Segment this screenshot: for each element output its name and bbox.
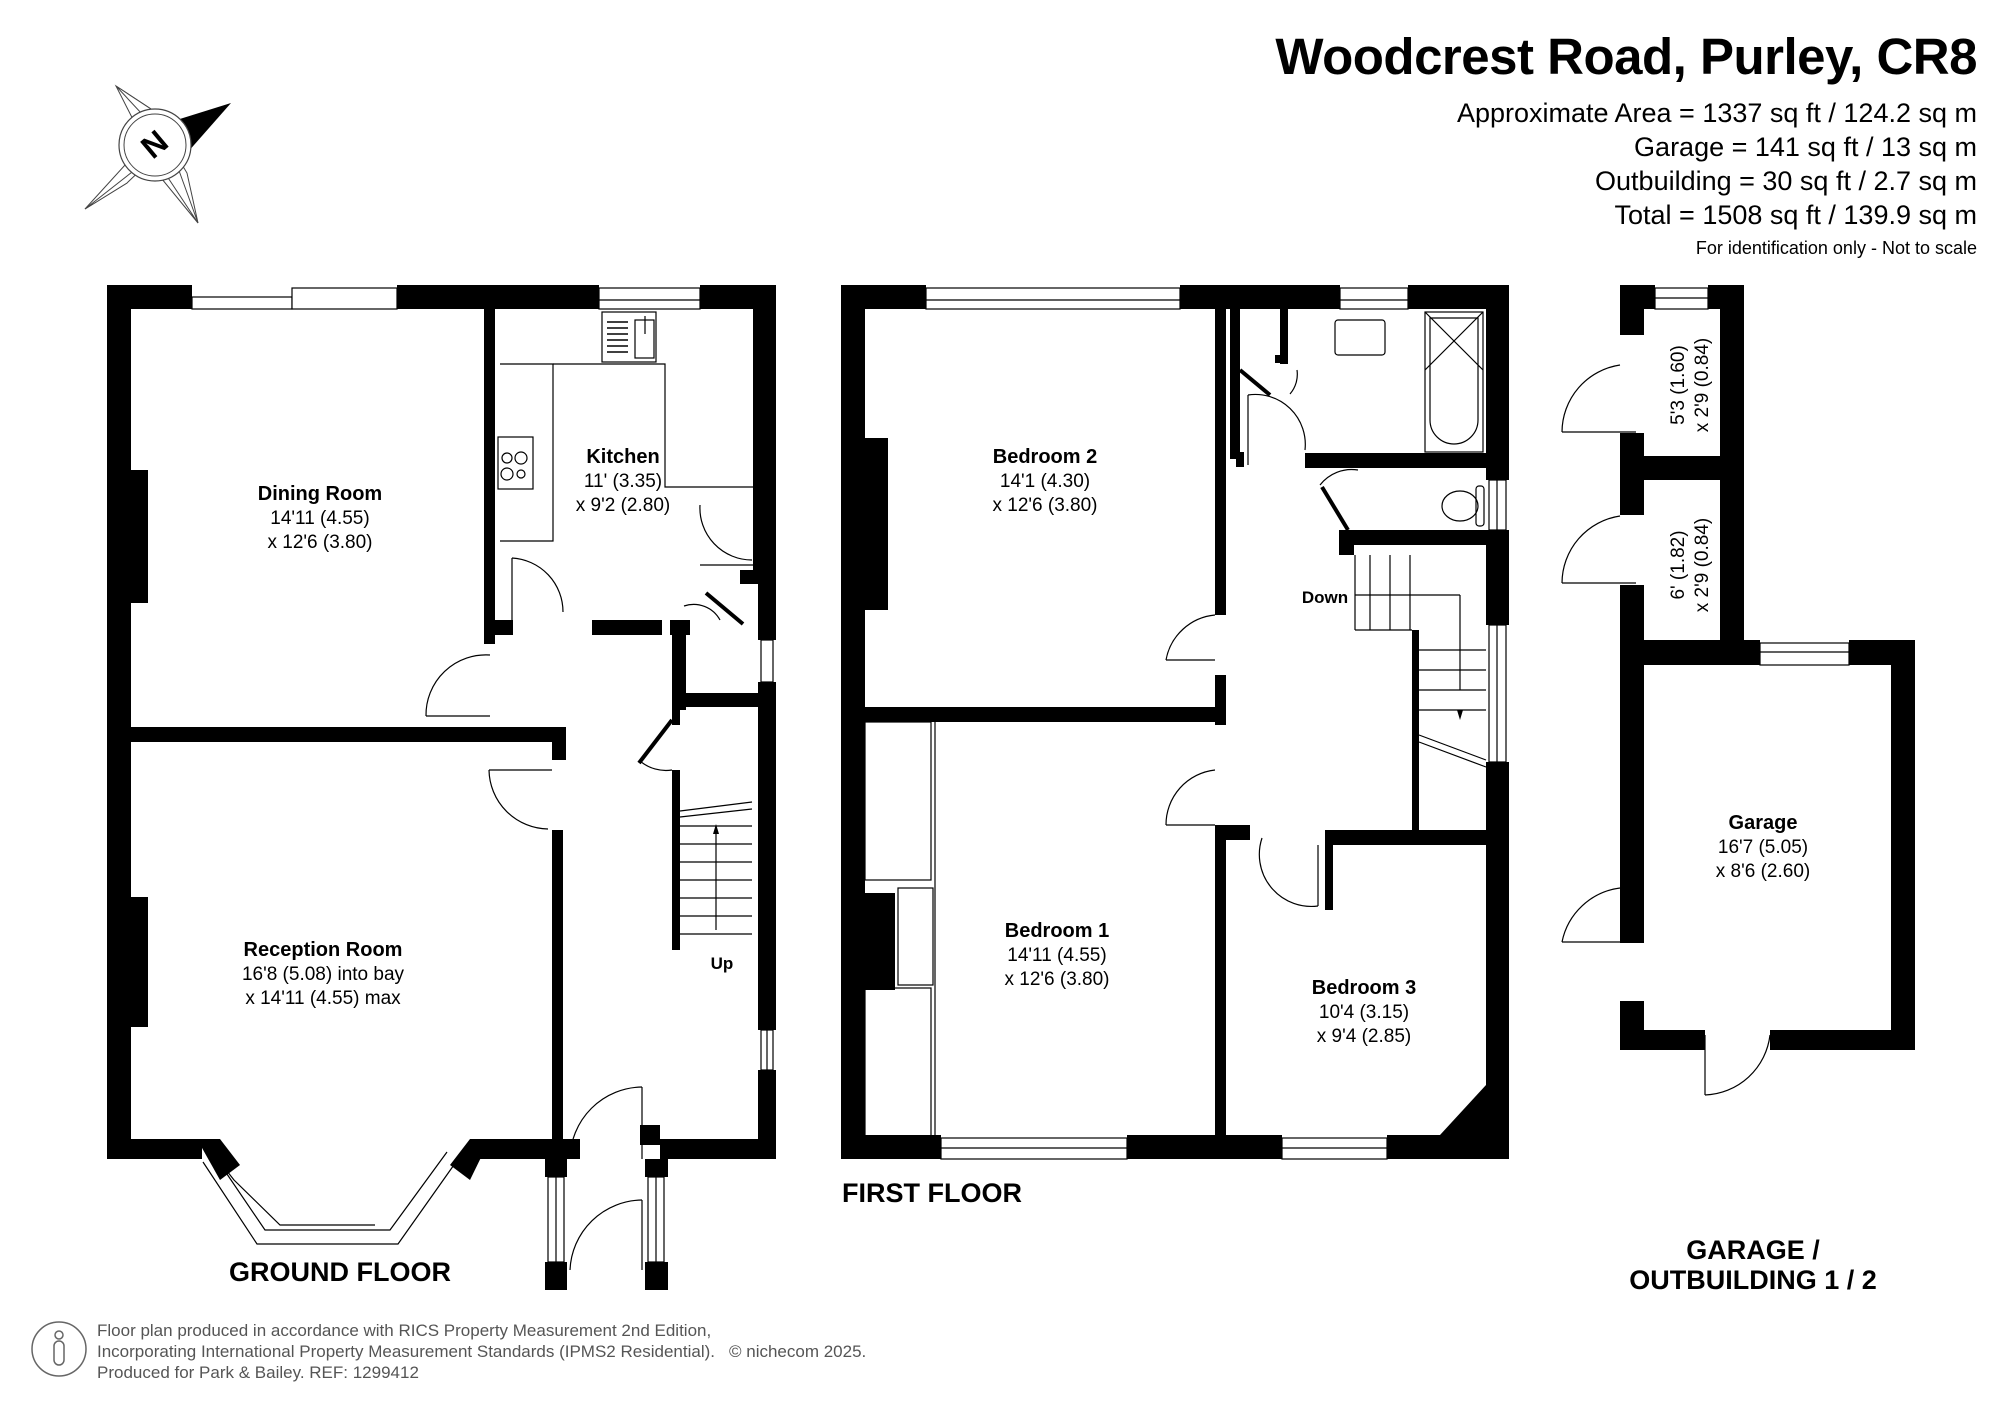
garage-name: Garage (1729, 812, 1798, 834)
property-title: Woodcrest Road, Purley, CR8 (1275, 28, 1977, 85)
plan-header: Woodcrest Road, Purley, CR8 Approximate … (1275, 22, 1977, 264)
garage-dim2: x 8'6 (2.60) (1716, 861, 1810, 882)
stairs-up-arrow-icon (713, 824, 719, 834)
bedroom-1-name: Bedroom 1 (1005, 920, 1109, 942)
footer-line-3: Produced for Park & Bailey. REF: 1299412 (97, 1363, 419, 1382)
plan-footer: Floor plan produced in accordance with R… (30, 1320, 866, 1383)
outbuilding-1-dim1: 5'3 (1.60) (1668, 345, 1689, 425)
bedroom-2-dim1: 14'1 (4.30) (1000, 471, 1090, 492)
bedroom-2-dim2: x 12'6 (3.80) (992, 495, 1097, 516)
reception-room-name: Reception Room (244, 939, 403, 961)
first-floor-plan (841, 285, 1509, 1159)
kitchen-name: Kitchen (586, 446, 659, 468)
garage-outbuilding-plan (1620, 285, 1915, 1050)
disclaimer: For identification only - Not to scale (1695, 238, 1977, 258)
stairs-up-label: Up (711, 954, 734, 973)
garage-outbuilding-windows (1654, 287, 1850, 666)
kitchen-dim1: 11' (3.35) (584, 471, 662, 492)
kitchen-dim2: x 9'2 (2.80) (576, 495, 670, 516)
bedroom-3-dim1: 10'4 (3.15) (1319, 1002, 1409, 1023)
bedroom-1-dim1: 14'11 (4.55) (1007, 945, 1106, 966)
approximate-area: Approximate Area = 1337 sq ft / 124.2 sq… (1456, 98, 1977, 128)
ground-floor-label: GROUND FLOOR (229, 1257, 451, 1287)
ground-floor-plan (107, 285, 776, 1290)
ground-floor-fixtures (425, 311, 753, 1271)
dining-room-name: Dining Room (258, 483, 382, 505)
copyright: © nichecom 2025. (728, 1342, 867, 1361)
outbuilding-2-label: 6' (1.82) x 2'9 (0.84) (1668, 518, 1713, 612)
bedroom-3-dim2: x 9'4 (2.85) (1317, 1026, 1411, 1047)
outbuilding-1-label: 5'3 (1.60) x 2'9 (0.84) (1668, 338, 1713, 432)
dining-room-dim2: x 12'6 (3.80) (267, 532, 372, 553)
dining-room-dim1: 14'11 (4.55) (270, 508, 369, 529)
garage-outbuilding-doors (1561, 364, 1771, 1096)
garage-outbuilding-label-line1: GARAGE / (1686, 1235, 1820, 1265)
footer-line-2: Incorporating International Property Mea… (97, 1342, 715, 1361)
stairs-down-arrow-icon (1457, 710, 1463, 720)
footer-line-1: Floor plan produced in accordance with R… (97, 1321, 712, 1340)
ground-floor-windows (191, 287, 774, 1263)
bedroom-1-dim2: x 12'6 (3.80) (1004, 969, 1109, 990)
stairs-down-label: Down (1302, 588, 1348, 607)
garage-dim1: 16'7 (5.05) (1718, 837, 1808, 858)
outbuilding-1-dim2: x 2'9 (0.84) (1692, 338, 1713, 432)
outbuilding-2-dim1: 6' (1.82) (1668, 530, 1689, 599)
garage-outbuilding-label-line2: OUTBUILDING 1 / 2 (1629, 1265, 1877, 1295)
total-area: Total = 1508 sq ft / 139.9 sq m (1614, 200, 1977, 230)
bedroom-2-name: Bedroom 2 (993, 446, 1097, 468)
outbuilding-area: Outbuilding = 30 sq ft / 2.7 sq m (1595, 166, 1977, 196)
outbuilding-2-dim2: x 2'9 (0.84) (1692, 518, 1713, 612)
first-floor-fixtures (864, 311, 1487, 1139)
compass-north-icon: N (84, 84, 231, 224)
reception-room-dim1: 16'8 (5.08) into bay (242, 964, 405, 985)
reception-room-dim2: x 14'11 (4.55) max (245, 988, 401, 1009)
bedroom-3-name: Bedroom 3 (1312, 977, 1416, 999)
first-floor-windows (925, 287, 1507, 1160)
person-info-icon (31, 1321, 87, 1377)
first-floor-label: FIRST FLOOR (842, 1178, 1022, 1208)
garage-area: Garage = 141 sq ft / 13 sq m (1634, 132, 1977, 162)
